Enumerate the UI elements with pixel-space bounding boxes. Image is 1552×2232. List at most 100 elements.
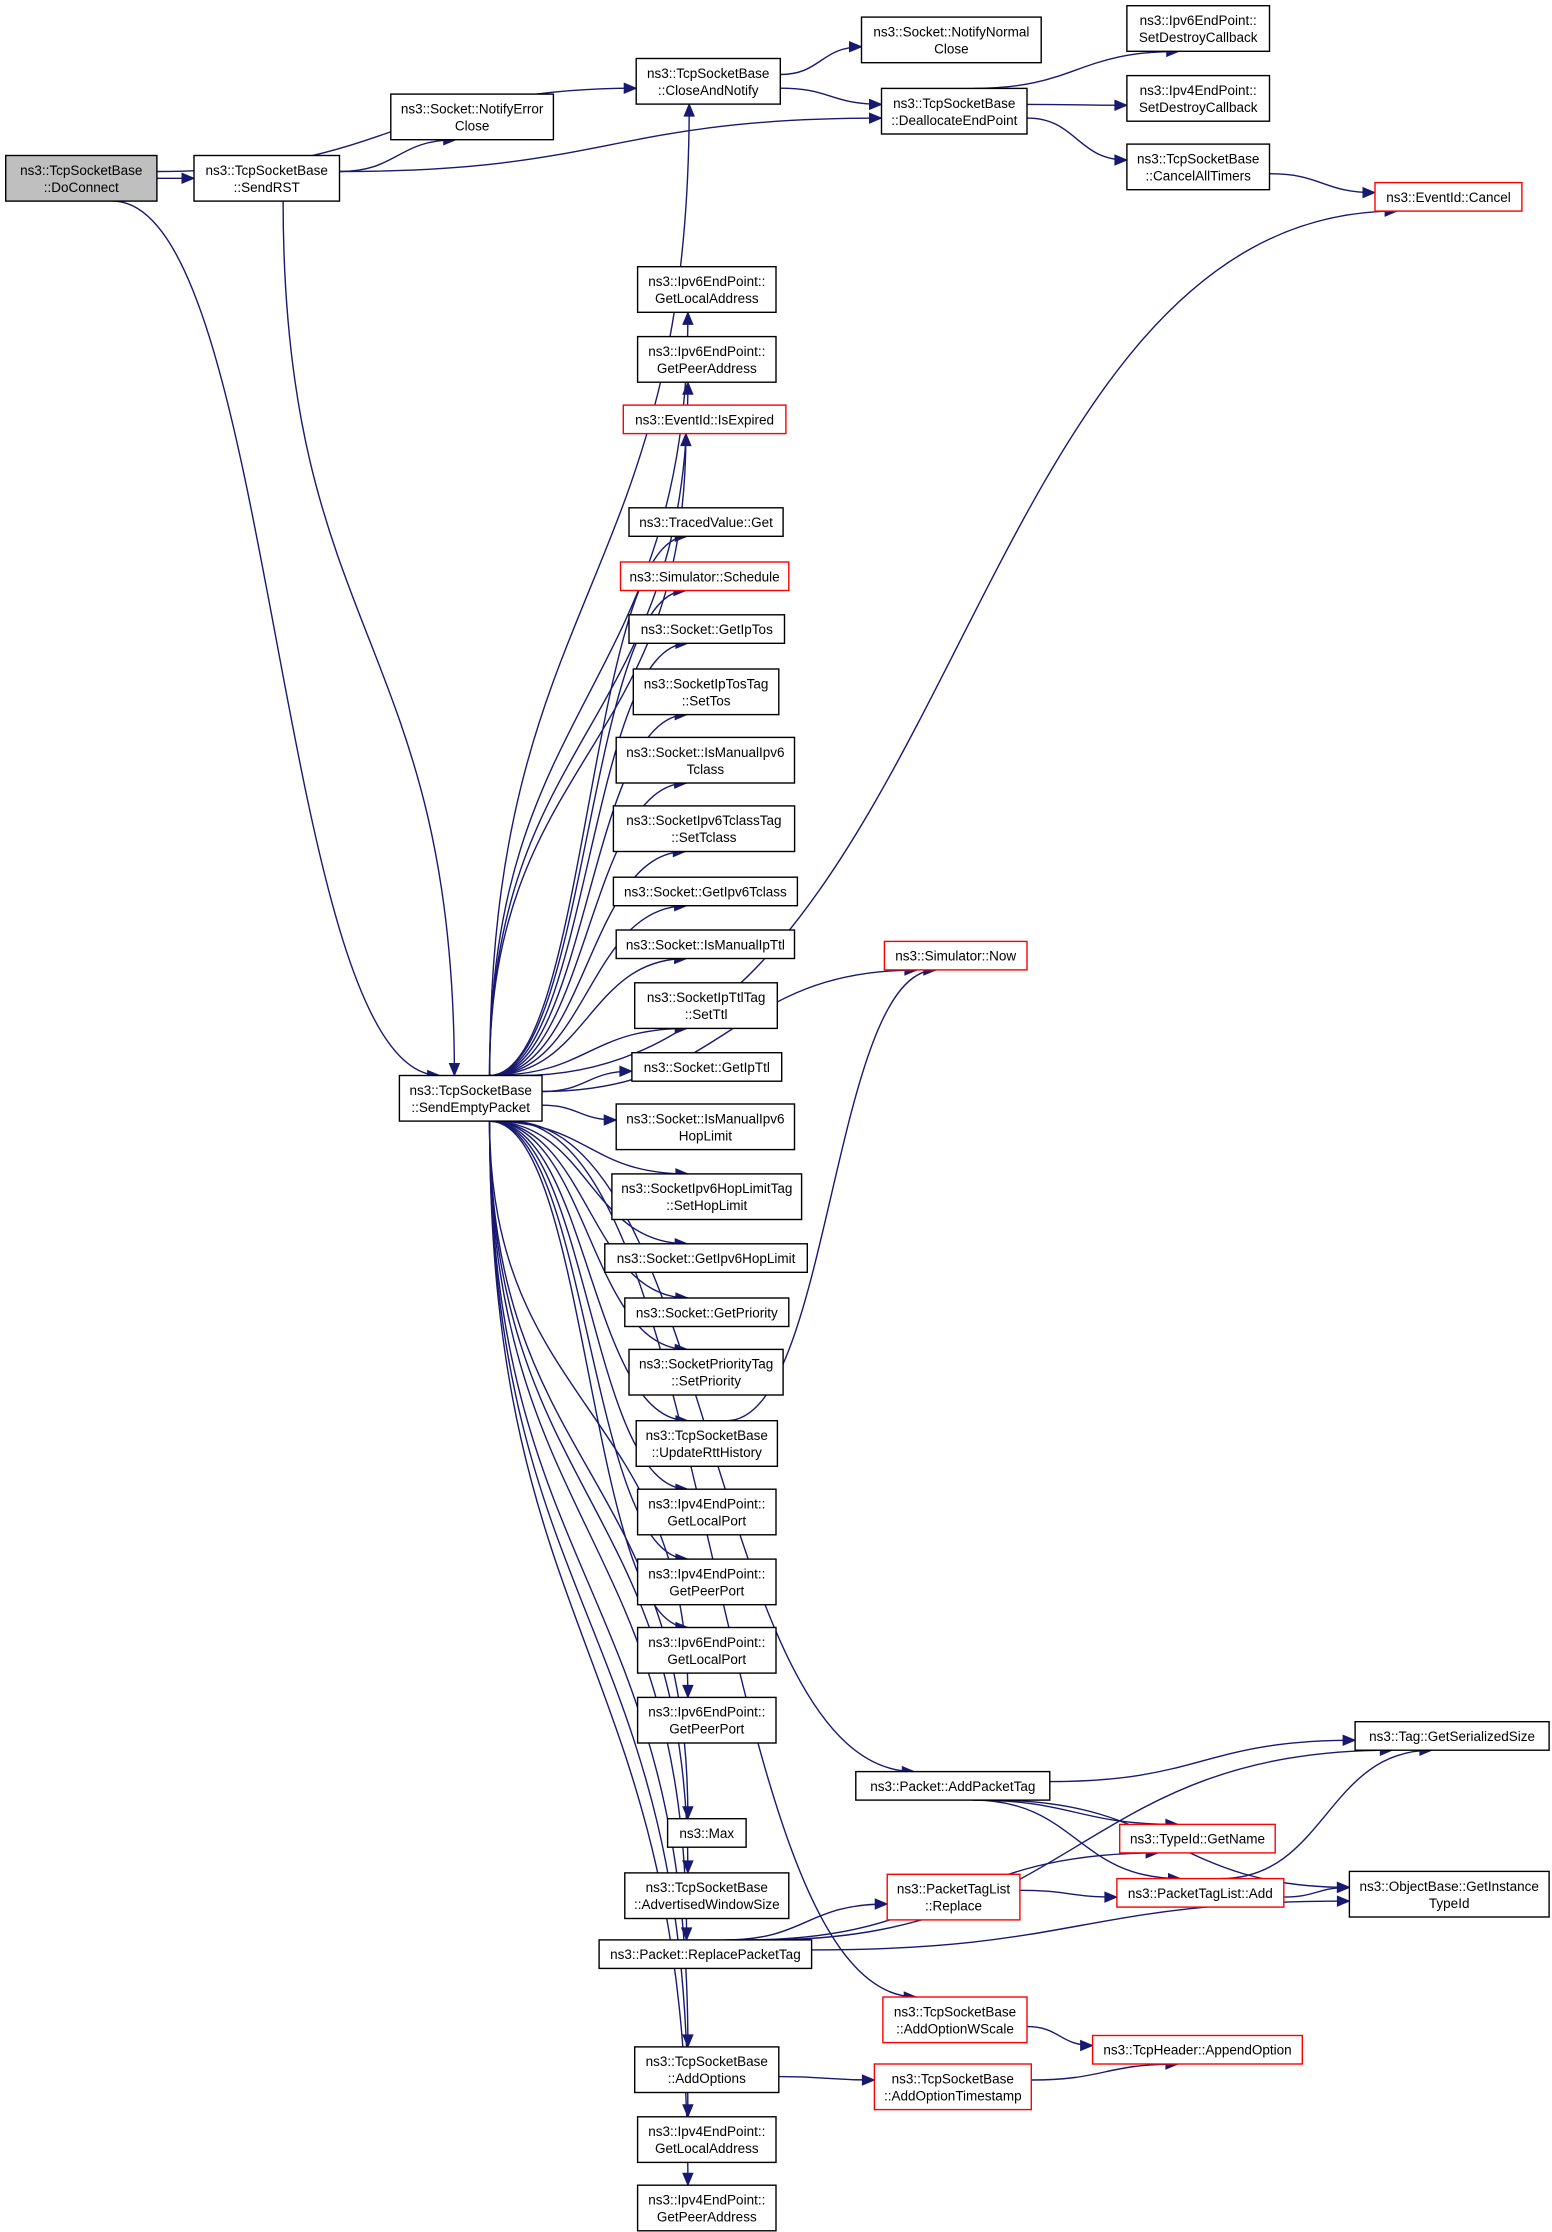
edge-arrowhead (683, 102, 695, 117)
node-box (622, 404, 787, 435)
node-isexpired[interactable]: ns3::EventId::IsExpired (622, 404, 787, 435)
node-label-line: Close (934, 41, 969, 56)
edge-line (489, 1120, 688, 1422)
node-getpriority[interactable]: ns3::Socket::GetPriority (624, 1297, 790, 1328)
node-tagsize[interactable]: ns3::Tag::GetSerializedSize (1354, 1720, 1550, 1751)
node-label-line: ns3::Socket::NotifyNormal (873, 24, 1029, 39)
node-getipv6tclass[interactable]: ns3::Socket::GetIpv6Tclass (612, 876, 799, 907)
edge-line (488, 433, 687, 1076)
node-ipv4getlocaladdr[interactable]: ns3::Ipv4EndPoint::GetLocalAddress (636, 2116, 777, 2164)
edge-arrowhead (682, 311, 694, 325)
node-box (636, 2184, 777, 2232)
edge-line (489, 1120, 688, 1245)
edge-line (488, 1121, 689, 2047)
node-ptlreplace[interactable]: ns3::PacketTagList::Replace (886, 1873, 1021, 1921)
edge-arrowhead (682, 2104, 694, 2119)
node-box (880, 87, 1028, 135)
node-addts[interactable]: ns3::TcpSocketBase::AddOptionTimestamp (873, 2063, 1033, 2111)
node-ptladd[interactable]: ns3::PacketTagList::Add (1116, 1877, 1285, 1908)
edge-sendempty-to-ismanualhop (541, 1104, 618, 1126)
edge-doconnect-to-sendrst (156, 172, 196, 185)
edge-sendempty-to-replacepackettag (488, 1121, 693, 1942)
node-box (666, 1817, 747, 1848)
node-box (624, 1297, 790, 1328)
node-getipttl[interactable]: ns3::Socket::GetIpTtl (631, 1051, 783, 1082)
node-sethoplimit[interactable]: ns3::SocketIpv6HopLimitTag::SetHopLimit (611, 1173, 803, 1221)
node-label-line: ns3::TcpHeader::AppendOption (1103, 2043, 1291, 2058)
node-label-line: ns3::Socket::NotifyError (401, 102, 544, 117)
edge-line (541, 969, 917, 1093)
node-max[interactable]: ns3::Max (666, 1817, 747, 1848)
edge-sendempty-to-ipv4getpeeraddr (488, 1121, 694, 2187)
node-label-line: ::Replace (925, 1899, 982, 1914)
node-box (636, 1626, 777, 1674)
node-ipv6destroy[interactable]: ns3::Ipv6EndPoint::SetDestroyCallback (1126, 4, 1271, 52)
node-box (636, 1488, 777, 1536)
node-ipv4getlocalport[interactable]: ns3::Ipv4EndPoint::GetLocalPort (636, 1488, 777, 1536)
node-label-line: ns3::Ipv4EndPoint:: (648, 2193, 765, 2208)
edge-arrowhead (619, 1065, 634, 1077)
node-label-line: ns3::Ipv4EndPoint:: (648, 2124, 765, 2139)
edge-line (765, 1749, 1393, 1941)
node-advwin[interactable]: ns3::TcpSocketBase::AdvertisedWindowSize (624, 1872, 790, 1920)
node-settos[interactable]: ns3::SocketIpTosTag::SetTos (632, 668, 780, 716)
node-label-line: ns3::Simulator::Now (895, 949, 1016, 964)
node-getipv6hop[interactable]: ns3::Socket::GetIpv6HopLimit (604, 1243, 808, 1274)
node-simnow[interactable]: ns3::Simulator::Now (883, 940, 1028, 971)
node-ipv6getpeerport[interactable]: ns3::Ipv6EndPoint::GetPeerPort (636, 1696, 777, 1744)
node-ipv6getlocaladdr[interactable]: ns3::Ipv6EndPoint::GetLocalAddress (636, 266, 777, 314)
node-label-line: ::SetHopLimit (666, 1198, 747, 1213)
node-label-line: ns3::SocketIpTtlTag (647, 990, 766, 1005)
node-ipv4destroy[interactable]: ns3::Ipv4EndPoint::SetDestroyCallback (1126, 74, 1271, 122)
node-label-line: ns3::ObjectBase::GetInstance (1360, 1879, 1539, 1894)
node-appendoption[interactable]: ns3::TcpHeader::AppendOption (1091, 2034, 1303, 2065)
node-label-line: ns3::Socket::GetPriority (636, 1305, 778, 1320)
node-label-line: ::AddOptionWScale (896, 2021, 1014, 2036)
node-updatertt[interactable]: ns3::TcpSocketBase::UpdateRttHistory (635, 1419, 779, 1467)
node-replacepackettag[interactable]: ns3::Packet::ReplacePacketTag (598, 1939, 813, 1970)
node-setpriority[interactable]: ns3::SocketPriorityTag::SetPriority (628, 1348, 784, 1396)
node-ipv4getpeeraddr[interactable]: ns3::Ipv4EndPoint::GetPeerAddress (636, 2184, 777, 2232)
node-eventcancel[interactable]: ns3::EventId::Cancel (1374, 181, 1523, 212)
node-addoptions[interactable]: ns3::TcpSocketBase::AddOptions (634, 2046, 780, 2094)
edge-line (1026, 103, 1127, 106)
node-ismanualipttl[interactable]: ns3::Socket::IsManualIpTtl (615, 929, 796, 960)
node-dealloc[interactable]: ns3::TcpSocketBase::DeallocateEndPoint (880, 87, 1028, 135)
node-box (860, 16, 1042, 64)
node-label-line: ns3::Ipv6EndPoint:: (648, 274, 765, 289)
edge-arrowhead (1104, 1891, 1119, 1903)
node-addwscale[interactable]: ns3::TcpSocketBase::AddOptionWScale (882, 1996, 1028, 2044)
node-setttl[interactable]: ns3::SocketIpTtlTag::SetTtl (634, 982, 779, 1030)
node-closeandnotify[interactable]: ns3::TcpSocketBase::CloseAndNotify (635, 57, 782, 105)
node-sendempty[interactable]: ns3::TcpSocketBase::SendEmptyPacket (398, 1074, 543, 1122)
node-typeidname[interactable]: ns3::TypeId::GetName (1118, 1823, 1276, 1854)
node-canceltimers[interactable]: ns3::TcpSocketBase::CancelAllTimers (1126, 143, 1271, 191)
node-ipv6getlocalport[interactable]: ns3::Ipv6EndPoint::GetLocalPort (636, 1626, 777, 1674)
node-ipv4getpeerport[interactable]: ns3::Ipv4EndPoint::GetPeerPort (636, 1558, 777, 1606)
node-label-line: ns3::TcpSocketBase (1137, 151, 1259, 166)
node-label-line: ns3::TcpSocketBase (647, 66, 769, 81)
node-tracedget[interactable]: ns3::TracedValue::Get (628, 507, 784, 537)
edge-arrowhead (603, 1114, 618, 1126)
node-settclass[interactable]: ns3::SocketIpv6TclassTag::SetTclass (612, 805, 796, 853)
node-doconnect[interactable]: ns3::TcpSocketBase::DoConnect (4, 154, 158, 202)
node-box (873, 2063, 1033, 2111)
node-box (1374, 181, 1523, 212)
node-getiptos[interactable]: ns3::Socket::GetIpTos (628, 614, 786, 644)
node-ipv6getpeeraddr[interactable]: ns3::Ipv6EndPoint::GetPeerAddress (636, 335, 777, 383)
edge-sendempty-to-ipv6getlocaladdr (488, 311, 694, 1076)
node-addpackettag[interactable]: ns3::Packet::AddPacketTag (855, 1770, 1051, 1801)
edge-arrowhead (1114, 154, 1129, 166)
node-sendrst[interactable]: ns3::TcpSocketBase::SendRST (193, 154, 341, 202)
node-box (632, 668, 780, 716)
edge-line (112, 200, 440, 1077)
node-box (636, 2116, 777, 2164)
node-box (1126, 74, 1271, 122)
node-schedule[interactable]: ns3::Simulator::Schedule (619, 561, 790, 592)
